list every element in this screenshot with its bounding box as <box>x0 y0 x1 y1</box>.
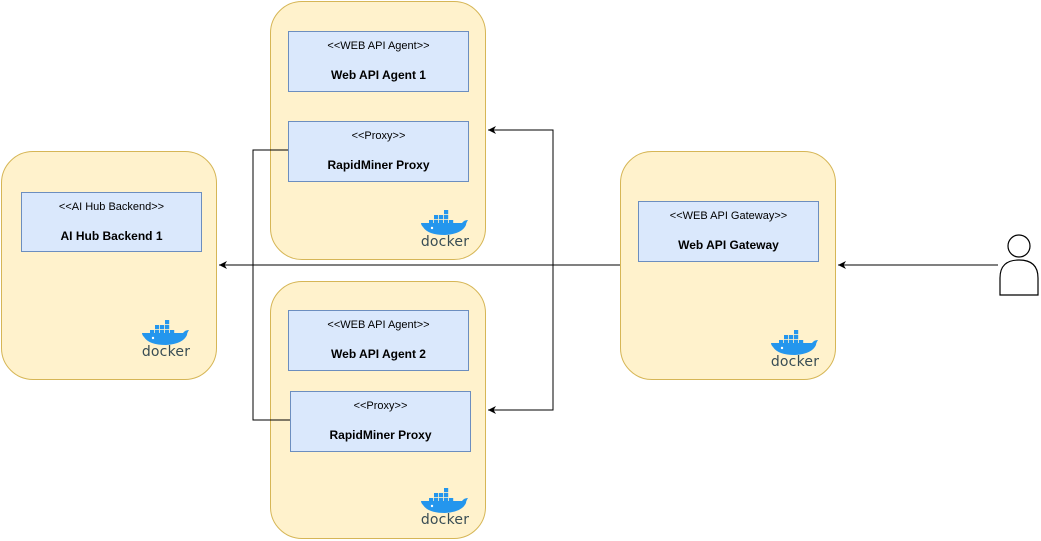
rapidminer-proxy-1-component[interactable]: <<Proxy>> RapidMiner Proxy <box>288 121 469 182</box>
component-stereotype: <<Proxy>> <box>353 400 408 412</box>
component-stereotype: <<WEB API Agent>> <box>327 40 430 52</box>
component-name: AI Hub Backend 1 <box>60 229 163 243</box>
docker-label: docker <box>420 234 470 250</box>
ai-hub-backend-component[interactable]: <<AI Hub Backend>> AI Hub Backend 1 <box>21 192 202 252</box>
web-api-gateway-container: <<WEB API Gateway>> Web API Gateway dock… <box>620 151 836 380</box>
rapidminer-proxy-2-component[interactable]: <<Proxy>> RapidMiner Proxy <box>290 391 471 452</box>
connector-proxy-1-to-ai-hub[interactable] <box>252 149 288 265</box>
connector-gateway-to-agent-1[interactable] <box>488 126 554 265</box>
web-api-agent-2-container: <<WEB API Agent>> Web API Agent 2 <<Prox… <box>270 281 486 539</box>
docker-logo-icon: docker <box>420 210 470 250</box>
component-name: Web API Gateway <box>678 238 779 252</box>
component-stereotype: <<WEB API Agent>> <box>327 319 430 331</box>
component-stereotype: <<WEB API Gateway>> <box>669 210 788 222</box>
docker-label: docker <box>141 344 191 360</box>
web-api-gateway-component[interactable]: <<WEB API Gateway>> Web API Gateway <box>638 201 819 262</box>
connector-proxy-2-to-ai-hub[interactable] <box>252 265 290 421</box>
connector-gateway-to-agent-2[interactable] <box>488 265 554 414</box>
docker-logo-icon: docker <box>770 330 820 370</box>
user-actor-icon[interactable] <box>998 234 1040 296</box>
web-api-agent-2-component[interactable]: <<WEB API Agent>> Web API Agent 2 <box>288 310 469 371</box>
docker-logo-icon: docker <box>141 320 191 360</box>
docker-logo-icon: docker <box>420 488 470 528</box>
component-stereotype: <<Proxy>> <box>351 130 406 142</box>
web-api-agent-1-container: <<WEB API Agent>> Web API Agent 1 <<Prox… <box>270 1 486 260</box>
component-name: Web API Agent 1 <box>331 68 426 82</box>
web-api-agent-1-component[interactable]: <<WEB API Agent>> Web API Agent 1 <box>288 31 469 92</box>
docker-label: docker <box>770 354 820 370</box>
component-name: RapidMiner Proxy <box>329 428 432 442</box>
ai-hub-backend-container: <<AI Hub Backend>> AI Hub Backend 1 dock… <box>1 151 217 380</box>
component-name: RapidMiner Proxy <box>327 158 430 172</box>
component-name: Web API Agent 2 <box>331 347 426 361</box>
docker-label: docker <box>420 512 470 528</box>
component-stereotype: <<AI Hub Backend>> <box>58 201 165 213</box>
